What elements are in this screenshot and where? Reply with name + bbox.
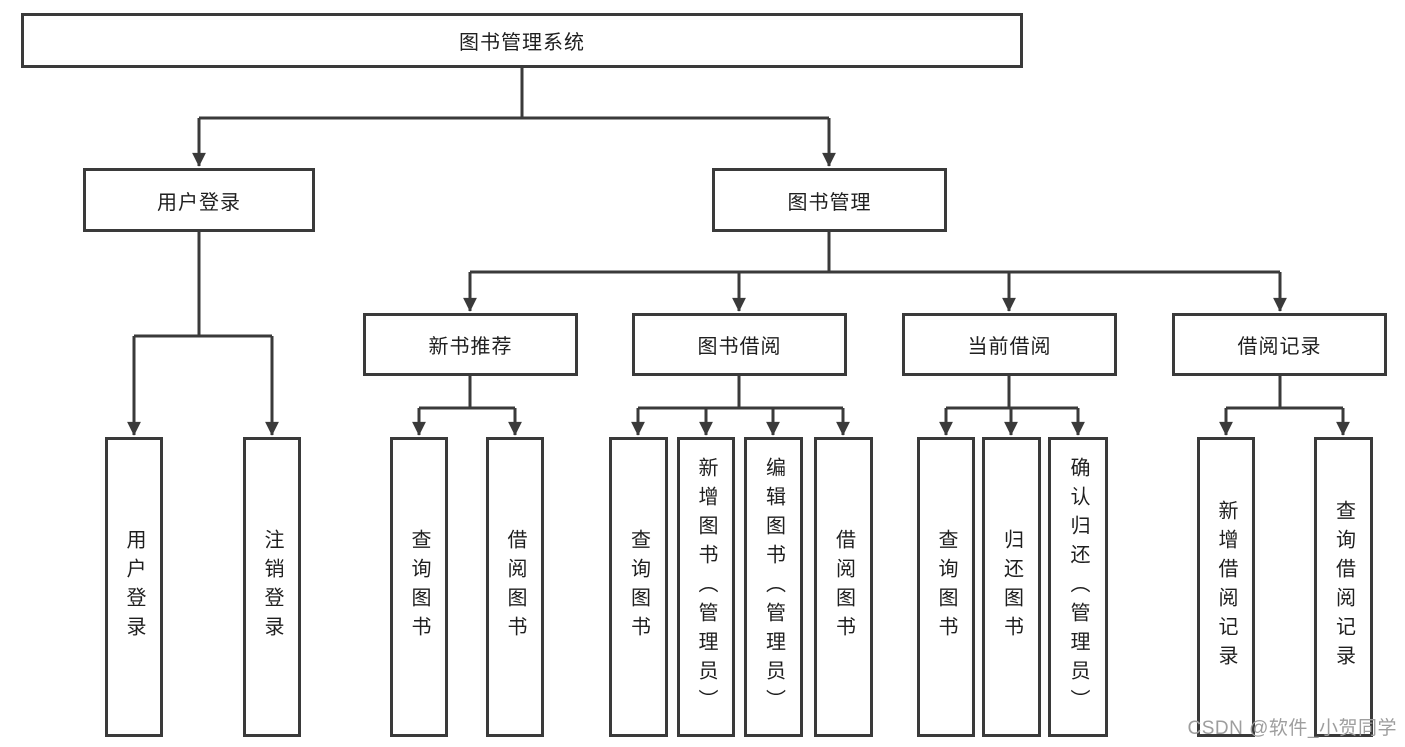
node-root-label: 图书管理系统	[459, 32, 585, 54]
node-borrow-record-label: 借阅记录	[1237, 336, 1322, 358]
node-book-management: 图书管理	[712, 168, 947, 232]
node-book-borrow: 图书借阅	[632, 313, 847, 376]
leaf-cb-confirm-return-label: 确认归还（管理员）	[1067, 456, 1089, 718]
leaf-br-add-record: 新增借阅记录	[1197, 437, 1255, 737]
node-root: 图书管理系统	[21, 13, 1023, 68]
node-current-borrow: 当前借阅	[902, 313, 1117, 376]
node-borrow-record: 借阅记录	[1172, 313, 1387, 376]
leaf-bb-add-book-label: 新增图书（管理员）	[695, 456, 717, 718]
leaf-br-query-record: 查询借阅记录	[1314, 437, 1373, 737]
leaf-cb-query-book: 查询图书	[917, 437, 975, 737]
leaf-bb-query-book: 查询图书	[609, 437, 668, 737]
leaf-bb-edit-book: 编辑图书（管理员）	[744, 437, 803, 737]
node-current-borrow-label: 当前借阅	[967, 336, 1052, 358]
node-new-book-recommend-label: 新书推荐	[428, 336, 513, 358]
node-new-book-recommend: 新书推荐	[363, 313, 578, 376]
leaf-logout-label: 注销登录	[261, 529, 283, 645]
leaf-cb-return-book-label: 归还图书	[1000, 529, 1023, 645]
leaf-bb-add-book: 新增图书（管理员）	[677, 437, 735, 737]
leaf-nbr-borrow-book: 借阅图书	[486, 437, 544, 737]
leaf-nbr-borrow-book-label: 借阅图书	[504, 529, 526, 645]
leaf-bb-borrow-book: 借阅图书	[814, 437, 873, 737]
leaf-cb-query-book-label: 查询图书	[935, 529, 957, 645]
leaf-nbr-query-book: 查询图书	[390, 437, 448, 737]
node-user-login-label: 用户登录	[157, 191, 241, 214]
node-book-borrow-label: 图书借阅	[697, 336, 782, 358]
leaf-bb-edit-book-label: 编辑图书（管理员）	[762, 456, 785, 718]
leaf-bb-borrow-book-label: 借阅图书	[832, 529, 855, 645]
leaf-cb-return-book: 归还图书	[982, 437, 1041, 737]
csdn-watermark: CSDN @软件_小贺同学	[1187, 718, 1397, 739]
node-book-management-label: 图书管理	[787, 191, 872, 214]
leaf-br-add-record-label: 新增借阅记录	[1215, 500, 1237, 674]
node-user-login: 用户登录	[83, 168, 315, 232]
leaf-bb-query-book-label: 查询图书	[627, 529, 650, 645]
leaf-login: 用户登录	[105, 437, 163, 737]
leaf-br-query-record-label: 查询借阅记录	[1332, 500, 1355, 674]
leaf-cb-confirm-return: 确认归还（管理员）	[1048, 437, 1108, 737]
leaf-login-label: 用户登录	[123, 529, 145, 645]
leaf-nbr-query-book-label: 查询图书	[408, 529, 430, 645]
leaf-logout: 注销登录	[243, 437, 301, 737]
